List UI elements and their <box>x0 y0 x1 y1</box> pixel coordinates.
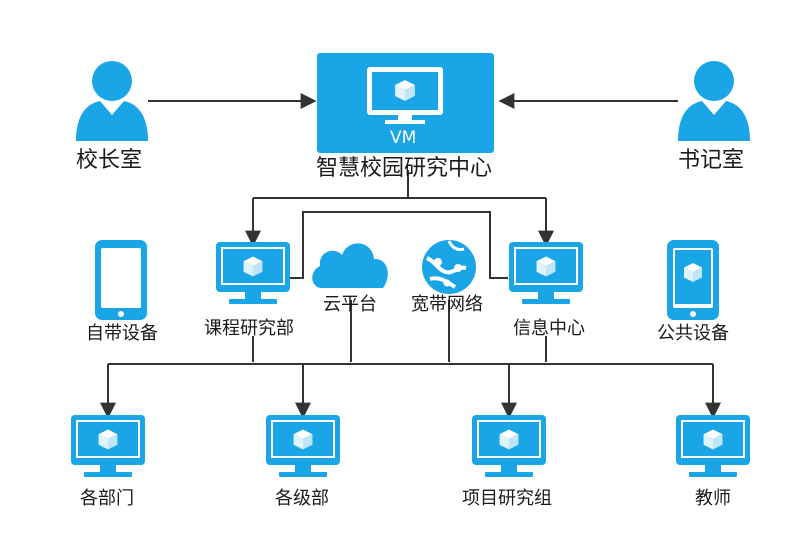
project-group-label: 项目研究组 <box>462 488 552 509</box>
monitor-icon <box>472 415 546 477</box>
mobile-phone-icon <box>667 240 719 320</box>
mobile-phone-icon <box>95 240 147 320</box>
curriculum-research-label: 课程研究部 <box>204 318 294 339</box>
grade-levels-label: 各级部 <box>275 488 329 509</box>
departments-label: 各部门 <box>80 488 134 509</box>
secretary-office-label: 书记室 <box>678 148 745 173</box>
vm-server-icon <box>317 53 494 153</box>
globe-network-icon <box>422 240 476 294</box>
monitor-icon <box>71 415 145 477</box>
broadband-network-label: 宽带网络 <box>411 294 483 315</box>
principal-office-label: 校长室 <box>76 148 143 173</box>
own-device-label: 自带设备 <box>86 323 158 344</box>
cloud-platform-label: 云平台 <box>323 294 377 315</box>
cloud-icon <box>312 243 388 288</box>
monitor-icon <box>509 242 583 304</box>
info-center-label: 信息中心 <box>513 318 585 339</box>
teachers-label: 教师 <box>695 488 731 509</box>
monitor-icon <box>676 415 750 477</box>
principal-person-icon <box>76 61 148 141</box>
secretary-person-icon <box>678 61 750 141</box>
monitor-icon <box>266 415 340 477</box>
center-label: 智慧校园研究中心 <box>316 156 493 181</box>
vm-label: VM <box>390 128 417 148</box>
public-device-label: 公共设备 <box>657 323 729 344</box>
monitor-icon <box>216 242 290 304</box>
